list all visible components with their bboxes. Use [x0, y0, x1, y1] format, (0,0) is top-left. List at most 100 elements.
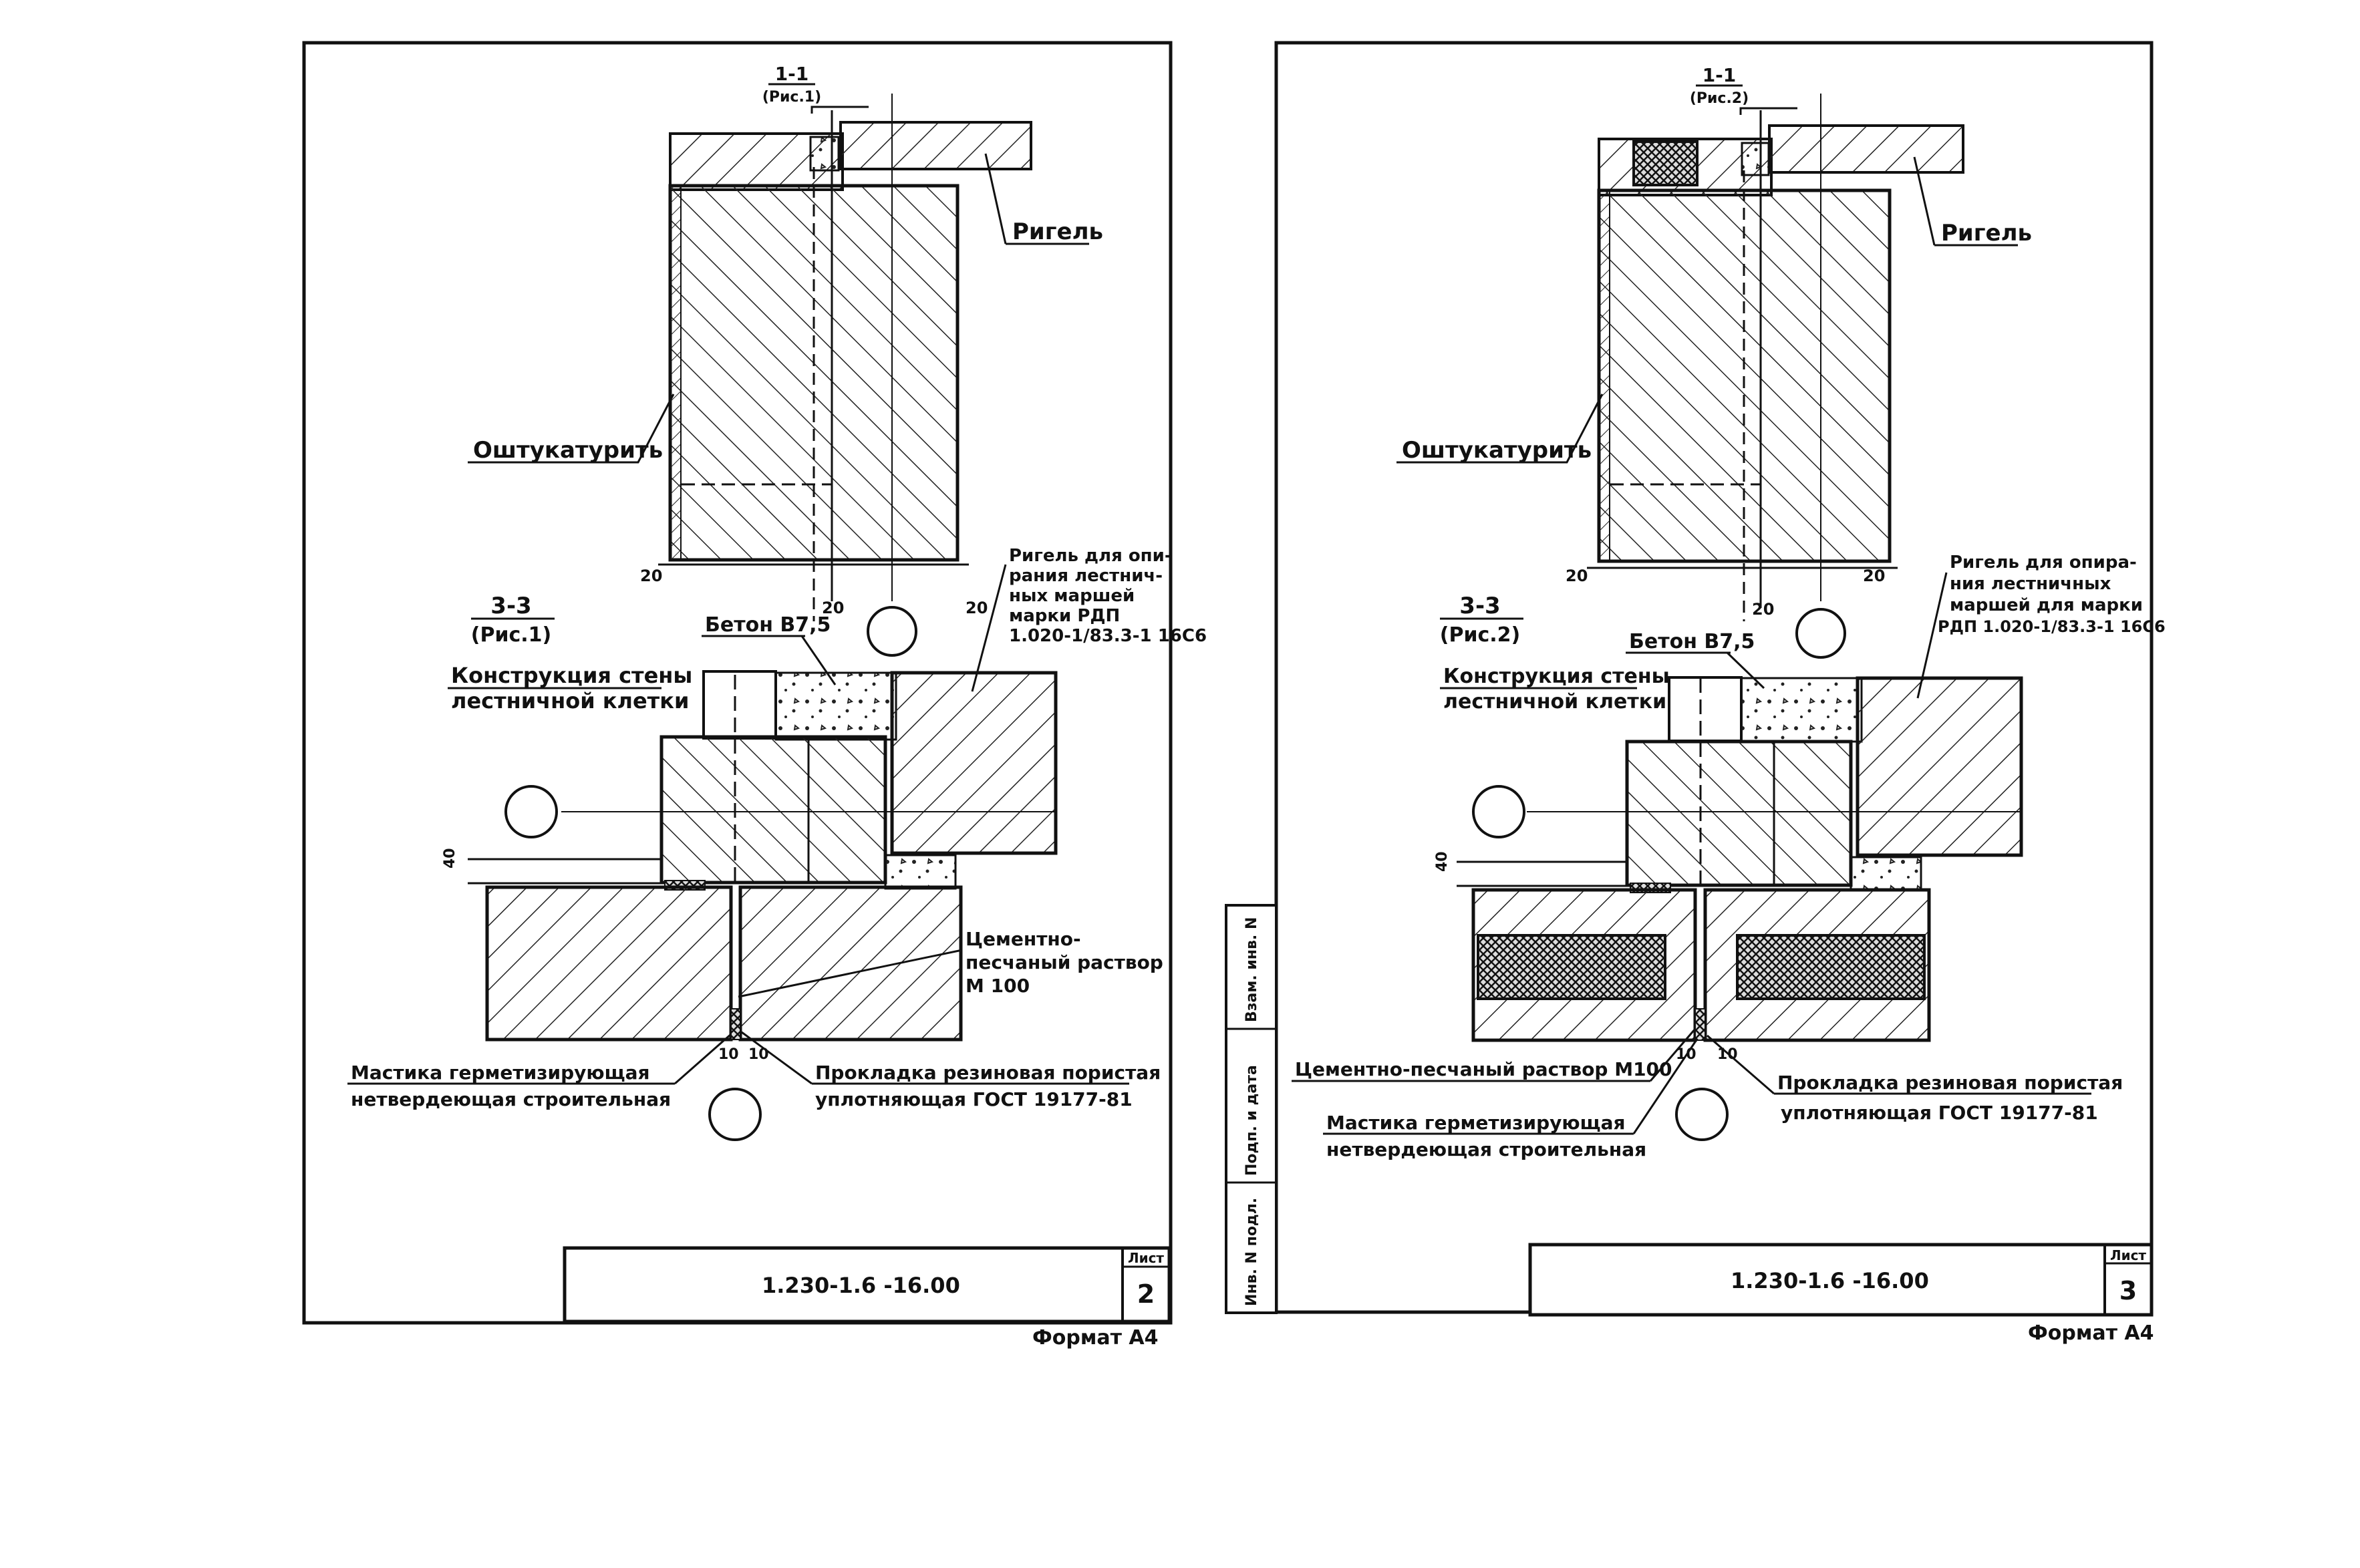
void-right [1736, 934, 1926, 1000]
section-3-3: 3-3 (Рис.1) Бетон В7,5 Конструкция стены… [347, 546, 1207, 1141]
insulation-block [1632, 140, 1699, 186]
label-mortar: Цементно-песчаный раствор М100 [1295, 1058, 1672, 1080]
mortar-bed [884, 854, 957, 890]
side-label-inv: Инв. N подл. [1243, 1198, 1260, 1306]
sealant-joint [730, 1008, 741, 1040]
concrete-infill [1740, 677, 1863, 743]
sheet-number: 2 [1137, 1279, 1155, 1309]
dim-20-mid: 20 [822, 599, 844, 617]
format-label: Формат А4 [1032, 1326, 1159, 1350]
support-rigel [1856, 676, 2023, 857]
dim-20-right: 20 [1863, 567, 1885, 585]
dim-20-right: 20 [966, 599, 988, 617]
dim-20-mid: 20 [1752, 600, 1774, 619]
stair-block [659, 735, 887, 885]
axis-bubble [1675, 1088, 1729, 1141]
section-mark: 3-3 [490, 593, 531, 619]
wall-stub [702, 670, 777, 740]
label-gasket-2: уплотняющая ГОСТ 19177-81 [815, 1088, 1133, 1110]
axis-bubble [867, 606, 917, 657]
label-mastic-1: Мастика герметизирующая [351, 1062, 649, 1084]
plaster-layer [670, 185, 682, 561]
label-gasket-1: Прокладка резиновая пористая [815, 1062, 1161, 1084]
axis-bubble [1472, 785, 1525, 838]
dim-40: 40 [1434, 851, 1451, 872]
support-rigel [890, 671, 1058, 855]
title-block: 1.230-1.6 -16.00 Лист 3 [1528, 1243, 2154, 1317]
section-ref: (Рис.2) [1690, 90, 1749, 107]
label-mortar-2: песчаный раствор [966, 951, 1163, 973]
sheet-label: Лист [1128, 1250, 1164, 1266]
void-left [1477, 934, 1666, 1000]
sheet-number: 3 [2119, 1276, 2137, 1305]
section-1-1: 1-1 (Рис.2) Ригель Оштукатурить 20 20 20 [1396, 64, 2032, 659]
label-mastic-2: нетвердеющая строительная [351, 1088, 671, 1110]
label-rigel: Ригель [1012, 218, 1103, 245]
label-gasket-2: уплотняющая ГОСТ 19177-81 [1781, 1102, 2098, 1124]
side-columns: Инв. N подл. Подп. и дата Взам. инв. N [1225, 904, 1278, 1314]
label-plaster: Оштукатурить [1402, 437, 1592, 464]
dim-20-left: 20 [640, 567, 662, 585]
format-label: Формат А4 [2028, 1321, 2154, 1345]
joint-infill [1741, 142, 1770, 176]
axis-bubble [708, 1088, 762, 1141]
title-block: 1.230-1.6 -16.00 Лист 2 [563, 1246, 1171, 1323]
label-support-4: марки РДП [1009, 606, 1120, 626]
label-support-2: рания лестнич- [1009, 566, 1163, 586]
drawing-code: 1.230-1.6 -16.00 [1731, 1268, 1929, 1293]
rigel-block [839, 121, 1032, 170]
label-wall-1: Конструкция стены [451, 663, 692, 688]
label-support-1: Ригель для опира- [1950, 553, 2137, 573]
section-ref: (Рис.1) [762, 89, 821, 106]
stair-block [1625, 740, 1853, 887]
label-support-1: Ригель для опи- [1009, 546, 1172, 566]
rigel-block [1768, 124, 1964, 174]
label-support-5: 1.020-1/83.3-1 16С6 [1009, 626, 1207, 646]
plaster-layer [1598, 190, 1610, 562]
axis-bubble [504, 785, 558, 838]
label-mortar-1: Цементно- [966, 928, 1081, 950]
label-concrete: Бетон В7,5 [1629, 630, 1755, 653]
dim-10-a: 10 [1676, 1046, 1697, 1063]
dim-10-a: 10 [718, 1046, 739, 1063]
section-mark: 3-3 [1459, 593, 1500, 619]
side-label-replace: Взам. инв. N [1243, 917, 1260, 1022]
label-wall-2: лестничной клетки [451, 688, 689, 714]
drawing-code: 1.230-1.6 -16.00 [762, 1273, 960, 1298]
mortar-bed [1850, 856, 1922, 891]
sealant-joint [1694, 1008, 1706, 1041]
dim-10-b: 10 [1717, 1046, 1738, 1063]
label-concrete: Бетон В7,5 [705, 613, 831, 637]
concrete-infill [774, 671, 897, 741]
axis-bubble [1795, 608, 1846, 659]
label-support-4: РДП 1.020-1/83.3-1 16С6 [1938, 617, 2166, 636]
dim-20-left: 20 [1566, 567, 1588, 585]
label-mastic-1: Мастика герметизирующая [1326, 1112, 1625, 1134]
label-support-3: маршей для марки [1950, 595, 2143, 615]
dim-10-b: 10 [748, 1046, 769, 1063]
dim-40: 40 [442, 848, 458, 869]
sheet-1: 1-1 (Рис.1) Ригель Оштукатурить 20 20 20… [302, 41, 1207, 1350]
label-plaster: Оштукатурить [473, 437, 663, 464]
wall-stub [1668, 676, 1743, 742]
sheet-label: Лист [2110, 1247, 2146, 1263]
slab-left [485, 885, 733, 1042]
section-mark: 1-1 [775, 63, 809, 85]
section-mark: 1-1 [1703, 64, 1737, 86]
label-gasket-1: Прокладка резиновая пористая [1777, 1072, 2123, 1094]
section-1-1: 1-1 (Рис.1) Ригель Оштукатурить 20 20 20 [468, 63, 1103, 657]
sheet-2: Инв. N подл. Подп. и дата Взам. инв. N 1… [1225, 41, 2166, 1345]
label-mortar-3: М 100 [966, 975, 1030, 997]
label-wall-1: Конструкция стены [1443, 665, 1670, 688]
label-wall-2: лестничной клетки [1443, 690, 1666, 714]
joint-infill [809, 136, 840, 172]
section-ref: (Рис.2) [1440, 623, 1520, 647]
side-label-sign: Подп. и дата [1243, 1065, 1260, 1176]
section-3-3: 3-3 (Рис.2) Бетон В7,5 Конструкция стены… [1292, 553, 2166, 1160]
label-rigel: Ригель [1941, 220, 2032, 247]
label-support-3: ных маршей [1009, 586, 1135, 606]
label-support-2: ния лестничных [1950, 574, 2111, 594]
slab-right [738, 885, 963, 1042]
label-mastic-2: нетвердеющая строительная [1326, 1138, 1646, 1160]
